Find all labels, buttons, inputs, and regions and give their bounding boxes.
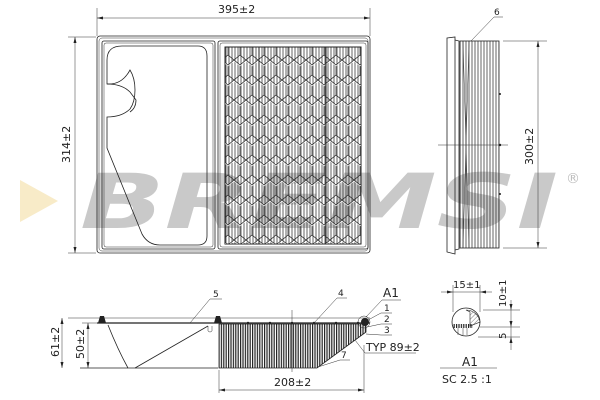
callout-2: 2 — [384, 315, 390, 325]
callout-7: 7 — [341, 351, 347, 361]
angle-note: TYP 89±2 — [365, 341, 420, 354]
side-view: 6 300±2 — [438, 8, 547, 255]
brand-triangle-icon — [20, 180, 58, 222]
dim-height-314: 314±2 — [60, 126, 73, 163]
dim-height-300: 300±2 — [523, 128, 536, 165]
front-section-view: 61±2 50±2 208±2 5 4 A1 1 2 3 TYP — [49, 286, 420, 393]
detail-a1: 15±1 10±1 5 A1 SC 2.5 :1 — [440, 280, 520, 386]
callout-3: 3 — [384, 326, 390, 336]
top-view: 395±2 314±2 — [60, 3, 371, 254]
registered-mark: ® — [566, 171, 580, 187]
callout-5: 5 — [213, 290, 219, 300]
detail-title: A1 — [462, 355, 478, 369]
dim-width-208: 208±2 — [274, 376, 311, 389]
dim-height-61: 61±2 — [49, 327, 62, 357]
detail-scale: SC 2.5 :1 — [442, 373, 492, 386]
callout-1: 1 — [384, 304, 390, 314]
callout-6: 6 — [494, 8, 500, 18]
dim-width-395: 395±2 — [218, 3, 255, 16]
dim-width-15: 15±1 — [453, 280, 480, 291]
dim-5: 5 — [498, 333, 509, 339]
detail-ref-a1: A1 — [383, 286, 399, 300]
callout-4: 4 — [338, 289, 344, 299]
dim-height-10: 10±1 — [498, 280, 509, 307]
dim-height-50: 50±2 — [74, 329, 87, 359]
